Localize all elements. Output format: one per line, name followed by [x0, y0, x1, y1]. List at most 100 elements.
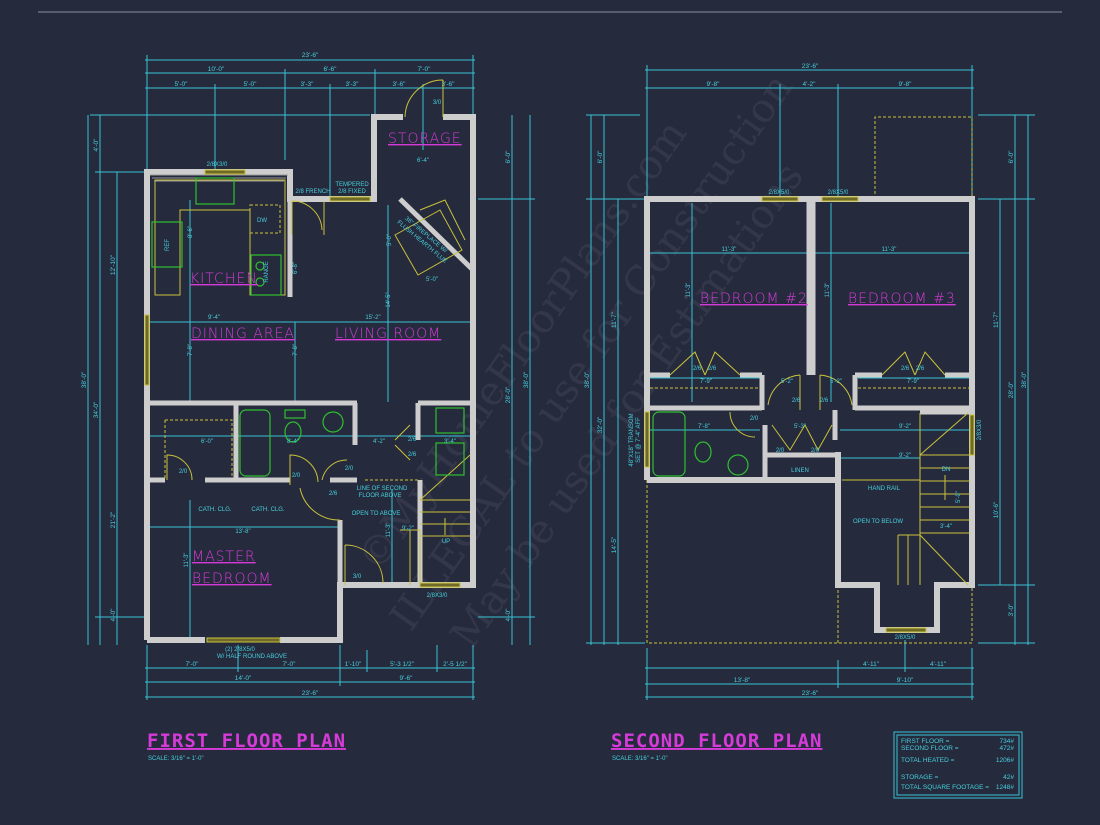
note-text: 9'-2" — [899, 424, 911, 430]
dim-text: 3'-3" — [346, 81, 360, 88]
second-floor-dimension-lines — [586, 65, 1035, 700]
dim-text: 14'-0" — [235, 675, 252, 682]
note-text: 2/0 — [776, 448, 785, 454]
dim-text: 11'-7" — [993, 311, 1000, 328]
window-master — [206, 637, 281, 643]
note-text: 6'-4" — [417, 158, 429, 164]
dim-text: 3'-0" — [1008, 603, 1015, 617]
dim-text: 6'-6" — [324, 66, 338, 73]
note-text: 7'-8" — [293, 344, 299, 356]
second-floor-doors-path — [669, 351, 946, 376]
dim-text: 32'-0" — [597, 416, 604, 433]
dim-text: 7'-0" — [186, 661, 200, 668]
area-label-total-heated: TOTAL HEATED = — [901, 757, 955, 764]
dishwasher-icon — [249, 204, 281, 234]
second-floor-doors-path — [729, 374, 853, 452]
note-text: CATH. CLG. — [198, 507, 232, 513]
window-front — [885, 627, 927, 633]
dim-text: 9'-6" — [400, 675, 414, 682]
area-value-first-floor: 734# — [1000, 738, 1015, 745]
dim-text: 4'-0" — [110, 608, 117, 622]
second-floor-windows — [644, 196, 975, 633]
area-table-inner-border — [896, 734, 1020, 796]
first-floor-dimension-text: 23'-6" 10'-0" 6'-6" 7'-0" 5'-0" 5'-0" 3'… — [81, 52, 530, 697]
note-text: SET @ 7'-4" AFF — [636, 417, 642, 463]
note-text: CATH. CLG. — [251, 507, 285, 513]
burner-icon — [255, 261, 265, 271]
second-floor-title: SECOND FLOOR PLAN — [611, 730, 822, 752]
note-text: 2/6 — [329, 491, 338, 497]
note-text: 2/6 — [708, 366, 717, 372]
first-floor-windows — [144, 169, 461, 643]
first-floor-doors-path — [166, 454, 384, 585]
note-text: FLOOR ABOVE — [359, 493, 402, 499]
note-text: 2/0 — [811, 448, 820, 454]
note-text: 6'-0" — [201, 439, 213, 445]
bathtub-icon — [652, 411, 686, 477]
window-transom — [644, 411, 650, 468]
first-floor-dimension-lines-path — [145, 645, 475, 700]
note-text: 11'-3" — [386, 523, 392, 538]
note-text: 6'-8" — [293, 262, 299, 274]
note-text: 11'-3" — [825, 283, 831, 298]
dim-text: 4'-2" — [803, 81, 817, 88]
note-text: 8'-6" — [188, 226, 194, 238]
room-label-bedroom-2: BEDROOM #2 — [700, 291, 808, 307]
first-floor-doors-path — [291, 200, 325, 235]
window-bedroom-2 — [761, 196, 799, 202]
room-label-kitchen: KITCHEN — [190, 271, 258, 287]
note-text: RANGE — [264, 261, 270, 282]
second-floor-plan: 23'-6" 9'-8" 4'-2" 9'-8" 4'-11" 4'-11" 1… — [584, 63, 1035, 762]
note-text: 7'-9" — [700, 379, 712, 385]
note-text: LINE OF SECOND — [357, 486, 408, 492]
dim-text: 9'-8" — [707, 81, 721, 88]
note-text: 9'-2" — [402, 526, 414, 532]
first-floor-title: FIRST FLOOR PLAN — [147, 730, 346, 752]
note-text: 13'-8" — [235, 529, 250, 535]
dim-text: 3'-3" — [301, 81, 315, 88]
kitchen-sink-icon — [195, 177, 235, 205]
dryer-icon — [435, 442, 465, 476]
note-text: 2/8X3/0 — [977, 419, 983, 440]
dim-text: 10'-0" — [208, 66, 225, 73]
window-bedroom-3 — [821, 196, 859, 202]
toilet-icon — [694, 441, 712, 463]
note-text: 2/6 — [408, 452, 417, 458]
note-text: 5'-0" — [387, 234, 393, 246]
first-floor-doors-path — [394, 424, 471, 501]
room-label-living-room: LIVING ROOM — [335, 326, 441, 342]
note-text: 2/0 — [179, 469, 188, 475]
dim-text: 7'-0" — [418, 66, 432, 73]
dim-text: 12'-10" — [110, 254, 117, 275]
first-floor-stairs-path — [400, 499, 470, 585]
note-text: 5'-2" — [830, 379, 842, 385]
fireplace — [394, 199, 466, 276]
dim-text: 28'-0" — [1008, 381, 1015, 398]
dim-text: 28'-0" — [505, 386, 512, 403]
dim-text: 4'-0" — [505, 608, 512, 622]
second-floor-dimension-text: 23'-6" 9'-8" 4'-2" 9'-8" 4'-11" 4'-11" 1… — [584, 63, 1028, 697]
note-text: 9'-4" — [208, 315, 220, 321]
note-text: 9'-2" — [899, 453, 911, 459]
note-text: 14'-5" — [386, 292, 392, 307]
note-text: 2/6 — [901, 366, 910, 372]
note-text: 8'-4" — [287, 439, 299, 445]
dim-text: 23'-6" — [302, 690, 319, 697]
dim-text: 38'-0" — [81, 371, 88, 388]
note-text: 2/8X3/0 — [427, 593, 448, 599]
first-floor-scale: SCALE: 3/16" = 1'-0" — [148, 756, 204, 762]
dim-text: 23'-6" — [802, 63, 819, 70]
stair-down-label: DN — [942, 467, 951, 473]
note-text: 2/6 — [916, 366, 925, 372]
area-label-first-floor: FIRST FLOOR = — [901, 738, 950, 745]
note-text: UP — [442, 539, 450, 545]
room-label-linen: LINEN — [791, 468, 809, 474]
note-text: 2/6 — [693, 366, 702, 372]
bathtub-icon — [239, 409, 271, 477]
note-text: W/ HALF ROUND ABOVE — [217, 654, 287, 660]
note-text: TEMPERED — [335, 182, 369, 188]
second-floor-dashed-outlines-path — [646, 116, 973, 644]
note-text: 2/8X5/0 — [769, 190, 790, 196]
first-floor-stairs — [365, 479, 470, 585]
dim-text: 38'-0" — [584, 371, 591, 388]
